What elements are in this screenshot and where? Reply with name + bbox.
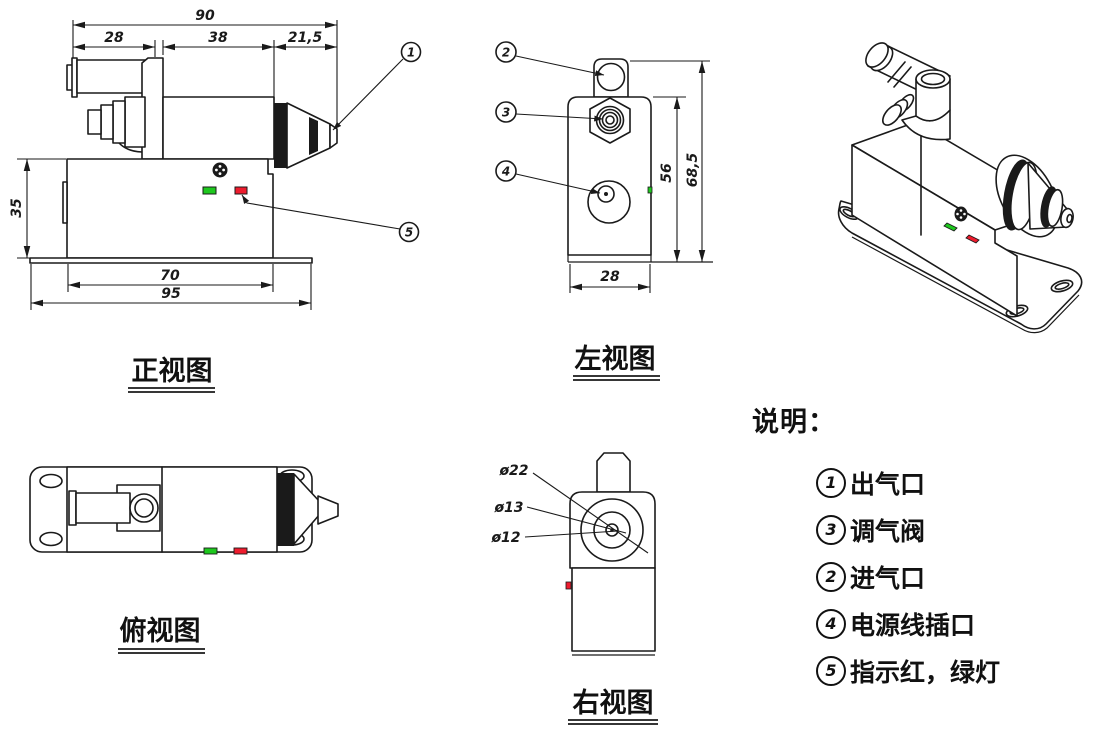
mounting-slot: [39, 531, 63, 547]
iso-screw-icon: [954, 206, 968, 222]
red-led: [234, 186, 248, 195]
svg-text:3: 3: [502, 106, 510, 120]
valve-hex-side: [596, 452, 631, 493]
green-led: [202, 186, 217, 195]
legend-item-outlet: 1 出气口: [816, 459, 1082, 506]
svg-text:5: 5: [405, 226, 413, 240]
isometric-view: [837, 42, 1083, 334]
dim-body-height: 56: [659, 163, 675, 183]
dim-total-width: 90: [195, 8, 215, 24]
balloon-2-inlet: 2: [495, 41, 605, 77]
iso-green-led: [943, 222, 958, 232]
svg-text:1: 1: [407, 46, 415, 60]
left-view-body: [567, 58, 713, 263]
air-inlet-port: [596, 62, 626, 92]
mounting-slot: [39, 473, 63, 489]
left-view-title: 左视图: [575, 344, 656, 374]
iso-fitting: [865, 42, 951, 141]
valve-stack: [124, 96, 146, 148]
inlet-tube: [76, 59, 146, 94]
dim-fitting: 28: [104, 30, 124, 46]
right-view-title: 右视图: [573, 688, 654, 718]
front-title-underline: [128, 387, 215, 393]
nozzle-barrel: [162, 96, 275, 160]
dim-width: 28: [600, 269, 620, 285]
nozzle-cone: [286, 102, 331, 169]
front-view-dimensions: 90 28 38 21,5 35 70 95: [9, 8, 338, 310]
iso-red-led: [965, 234, 980, 244]
legend-heading: 说明：: [752, 407, 836, 437]
legend-label: 指示红，绿灯: [850, 658, 1001, 687]
circled-number-icon: 3: [816, 514, 846, 545]
left-view-dimensions: 56 68,5 28: [569, 60, 710, 293]
right-view-leaders: ø22 ø13 ø12: [490, 463, 649, 554]
balloon-1-outlet: 1: [332, 41, 422, 131]
legend-label: 进气口: [850, 564, 926, 593]
right-title-underline: [568, 719, 658, 725]
legend-item-valve: 3 调气阀: [816, 506, 1082, 553]
main-housing: [66, 158, 274, 259]
top-view: 俯视图: [29, 466, 339, 654]
mounting-base: [29, 257, 313, 264]
balloon-4-power: 4: [495, 160, 601, 194]
right-view: ø22 ø13 ø12 右视图: [490, 452, 658, 725]
screw-icon: [212, 162, 228, 178]
green-led-top: [203, 547, 218, 555]
legend-item-indicator: 5 指示红，绿灯: [816, 647, 1082, 694]
svg-text:2: 2: [502, 46, 510, 60]
left-title-underline: [573, 375, 660, 381]
legend-label: 电源线插口: [850, 611, 976, 640]
dim-height: 35: [9, 198, 25, 218]
circled-number-icon: 5: [816, 655, 846, 686]
dim-base-inner: 70: [160, 268, 180, 284]
svg-text:4: 4: [501, 165, 510, 179]
dim-base-total: 95: [161, 286, 181, 302]
dim-diameter-13: ø13: [493, 500, 523, 516]
balloon-5-leds: 5: [241, 194, 420, 243]
nozzle-ring: [593, 511, 631, 549]
balloon-3-valve: 3: [495, 101, 604, 123]
legend-items: 1 出气口 3 调气阀 2 进气口 4 电源线插口 5 指示红，绿灯: [816, 459, 1082, 694]
front-view-title: 正视图: [132, 356, 213, 386]
circled-number-icon: 2: [816, 561, 846, 592]
legend-label: 调气阀: [850, 517, 926, 546]
circled-number-icon: 4: [816, 608, 846, 639]
red-led-top: [233, 547, 248, 555]
circled-number-icon: 1: [816, 467, 846, 498]
dim-body: 38: [208, 30, 228, 46]
legend-item-inlet: 2 进气口: [816, 553, 1082, 600]
iso-front-face: [851, 144, 1018, 317]
dim-total-height: 68,5: [685, 152, 701, 187]
dim-diameter-22: ø22: [498, 463, 528, 479]
left-view: 56 68,5 28 2 3 4 左视图: [495, 41, 713, 381]
inlet-tube-top: [75, 492, 131, 524]
dim-nozzle: 21,5: [288, 30, 323, 46]
red-led-edge: [565, 581, 572, 590]
legend-label: 出气口: [850, 470, 926, 499]
green-led-edge: [647, 186, 653, 194]
legend-item-power: 4 电源线插口: [816, 600, 1082, 647]
top-view-title: 俯视图: [120, 615, 201, 646]
top-title-underline: [118, 648, 205, 654]
legend: 说明： 1 出气口 3 调气阀 2 进气口 4 电源线插口 5 指示红，绿灯: [752, 400, 1082, 694]
dim-diameter-12: ø12: [490, 530, 520, 546]
front-view: 90 28 38 21,5 35 70 95 1 5 正视图: [9, 8, 422, 393]
front-view-body: [29, 57, 338, 264]
